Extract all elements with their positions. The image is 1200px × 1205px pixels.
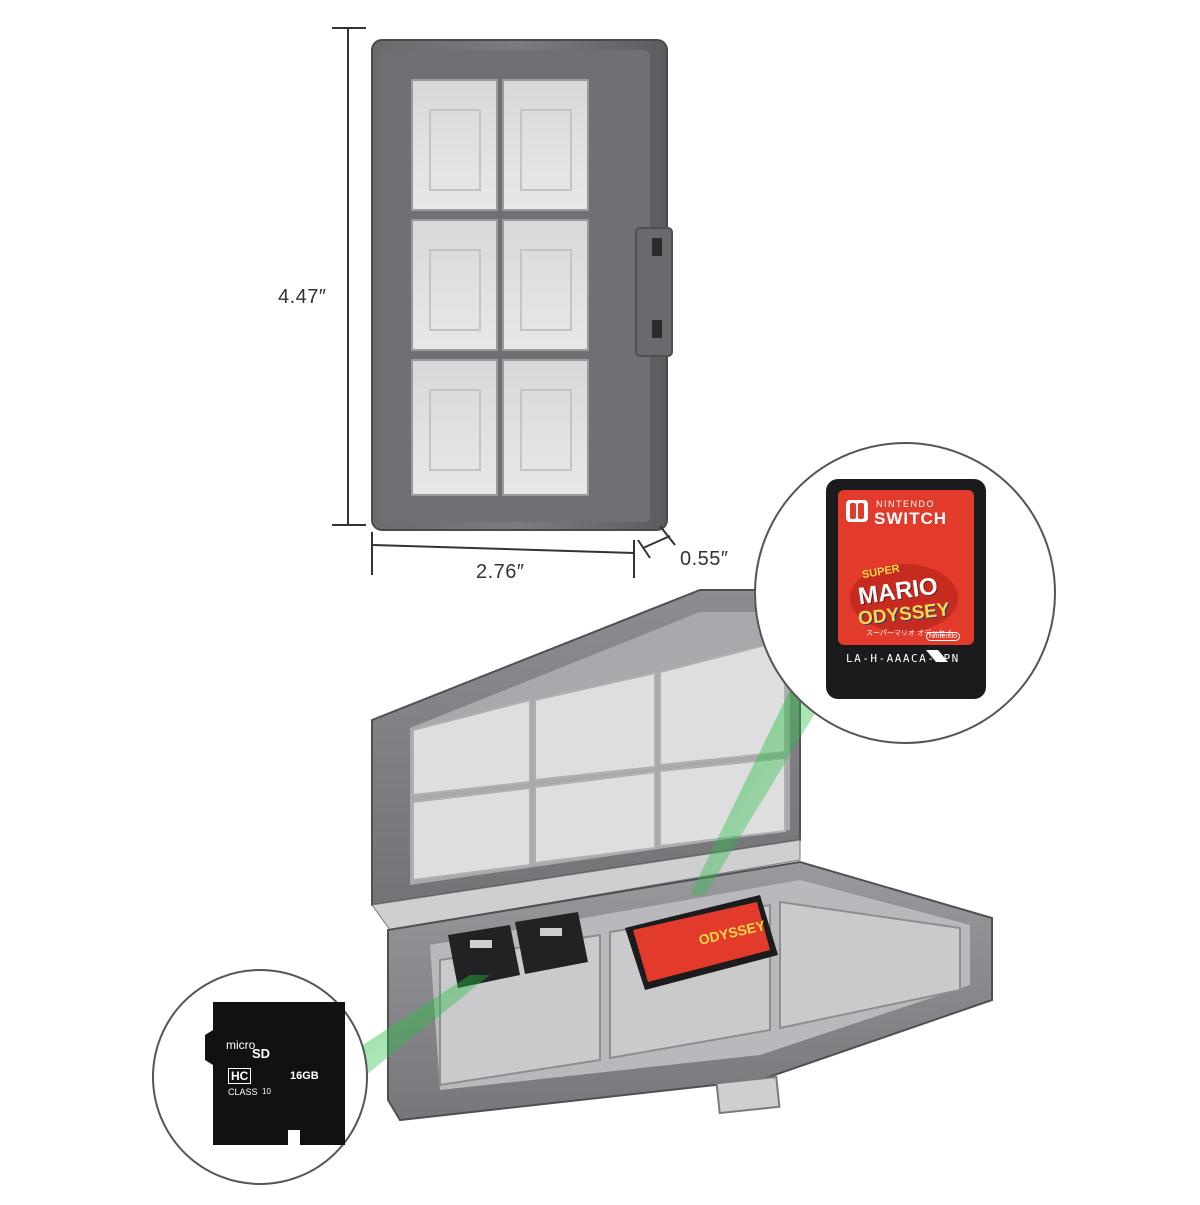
sd-card-micro-text: micro [226, 1038, 256, 1052]
sd-card-class-text: CLASS [228, 1087, 258, 1097]
depth-dimension-label: 0.55″ [680, 548, 729, 570]
height-dimension-label: 4.47″ [278, 286, 327, 308]
game-card-callout [754, 442, 1056, 744]
closed-case-panes [411, 79, 589, 496]
tray-sd-cards [448, 912, 588, 988]
game-card-code: LA-H-AAACA-JPN [846, 652, 960, 665]
beam-to-game-card [690, 690, 820, 895]
sd-card-capacity-text: 16GB [290, 1070, 319, 1082]
game-card-brand-top: NINTENDO [876, 499, 935, 509]
open-case: ODYSSEY [371, 589, 993, 1122]
sd-card-hc-text: HC [228, 1068, 252, 1084]
width-dimension-label: 2.76″ [476, 561, 525, 583]
tray-game-card: ODYSSEY [625, 895, 778, 990]
game-card-japanese-title: スーパーマリオ オデッセイ [866, 629, 953, 637]
game-card-brand-bottom: SWITCH [874, 509, 948, 528]
sd-card-class-number: 10 [262, 1087, 271, 1096]
sd-card-sd-text: SD [252, 1046, 271, 1061]
open-lid-panes [412, 638, 786, 882]
game-card-publisher: Nintendo [926, 632, 961, 641]
beam-to-sd-card [340, 975, 490, 1080]
closed-case [371, 39, 673, 531]
dimension-lines [332, 27, 676, 578]
sd-card-callout [152, 969, 368, 1185]
